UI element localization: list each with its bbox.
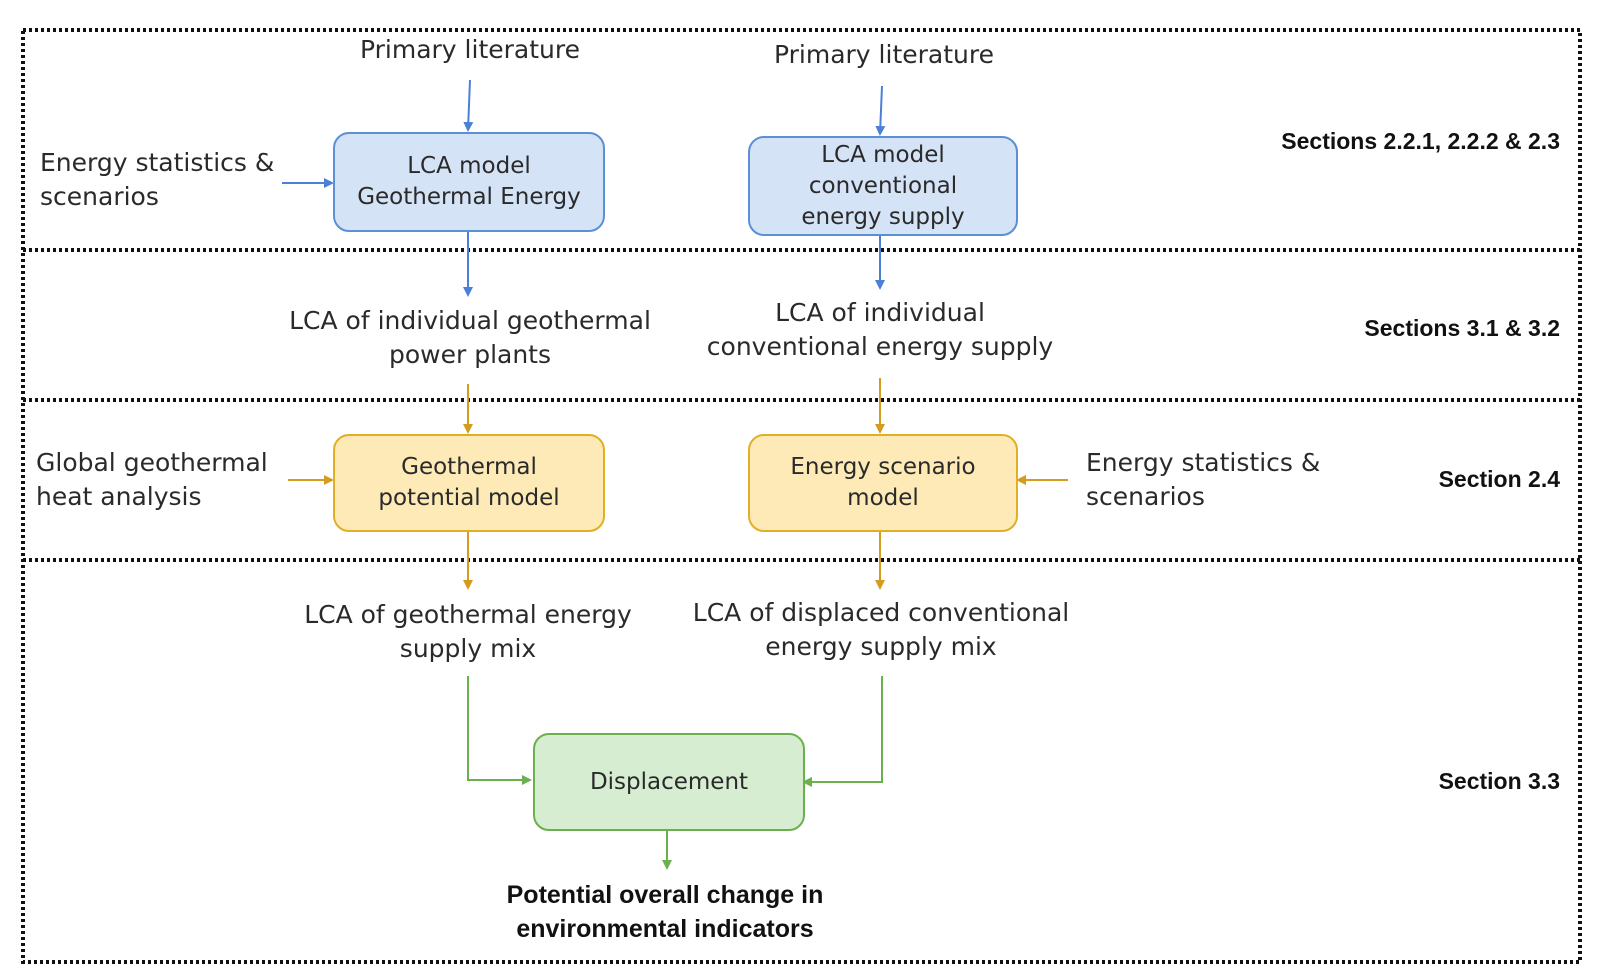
energy-statistics-left: Energy statistics & scenarios <box>40 148 275 211</box>
section-label-row2: Sections 3.1 & 3.2 <box>1364 315 1560 341</box>
arrow-lit-right <box>875 85 886 136</box>
lca-displaced-conventional-mix: LCA of displaced conventional energy sup… <box>692 598 1070 661</box>
displacement-box: Displacement <box>533 733 805 831</box>
outer-frame <box>21 28 1582 964</box>
arrow-geo-mix-to-displacement <box>467 676 532 785</box>
energy-scenario-model-box: Energy scenario model <box>748 434 1018 532</box>
primary-literature-right: Primary literature <box>774 40 994 69</box>
geothermal-potential-model-box: Geothermal potential model <box>333 434 605 532</box>
arrow-conv-mix-to-displacement <box>802 676 883 787</box>
section-label-row1: Sections 2.2.1, 2.2.2 & 2.3 <box>1281 128 1560 154</box>
section-label-row3: Section 2.4 <box>1438 466 1560 492</box>
lca-model-conventional-box: LCA model conventional energy supply <box>748 136 1018 236</box>
energy-statistics-right: Energy statistics & scenarios <box>1086 448 1321 511</box>
section-label-row4: Section 3.3 <box>1438 768 1560 794</box>
lca-model-geothermal-box: LCA model Geothermal Energy <box>333 132 605 232</box>
arrow-lit-left <box>463 79 474 132</box>
primary-literature-left: Primary literature <box>360 35 580 64</box>
global-geothermal-heat: Global geothermal heat analysis <box>36 448 268 511</box>
lca-individual-geothermal: LCA of individual geothermal power plant… <box>289 306 651 369</box>
lca-individual-conventional: LCA of individual conventional energy su… <box>706 298 1054 361</box>
potential-overall-change: Potential overall change in environmenta… <box>506 881 824 943</box>
lca-geothermal-mix: LCA of geothermal energy supply mix <box>304 600 632 663</box>
